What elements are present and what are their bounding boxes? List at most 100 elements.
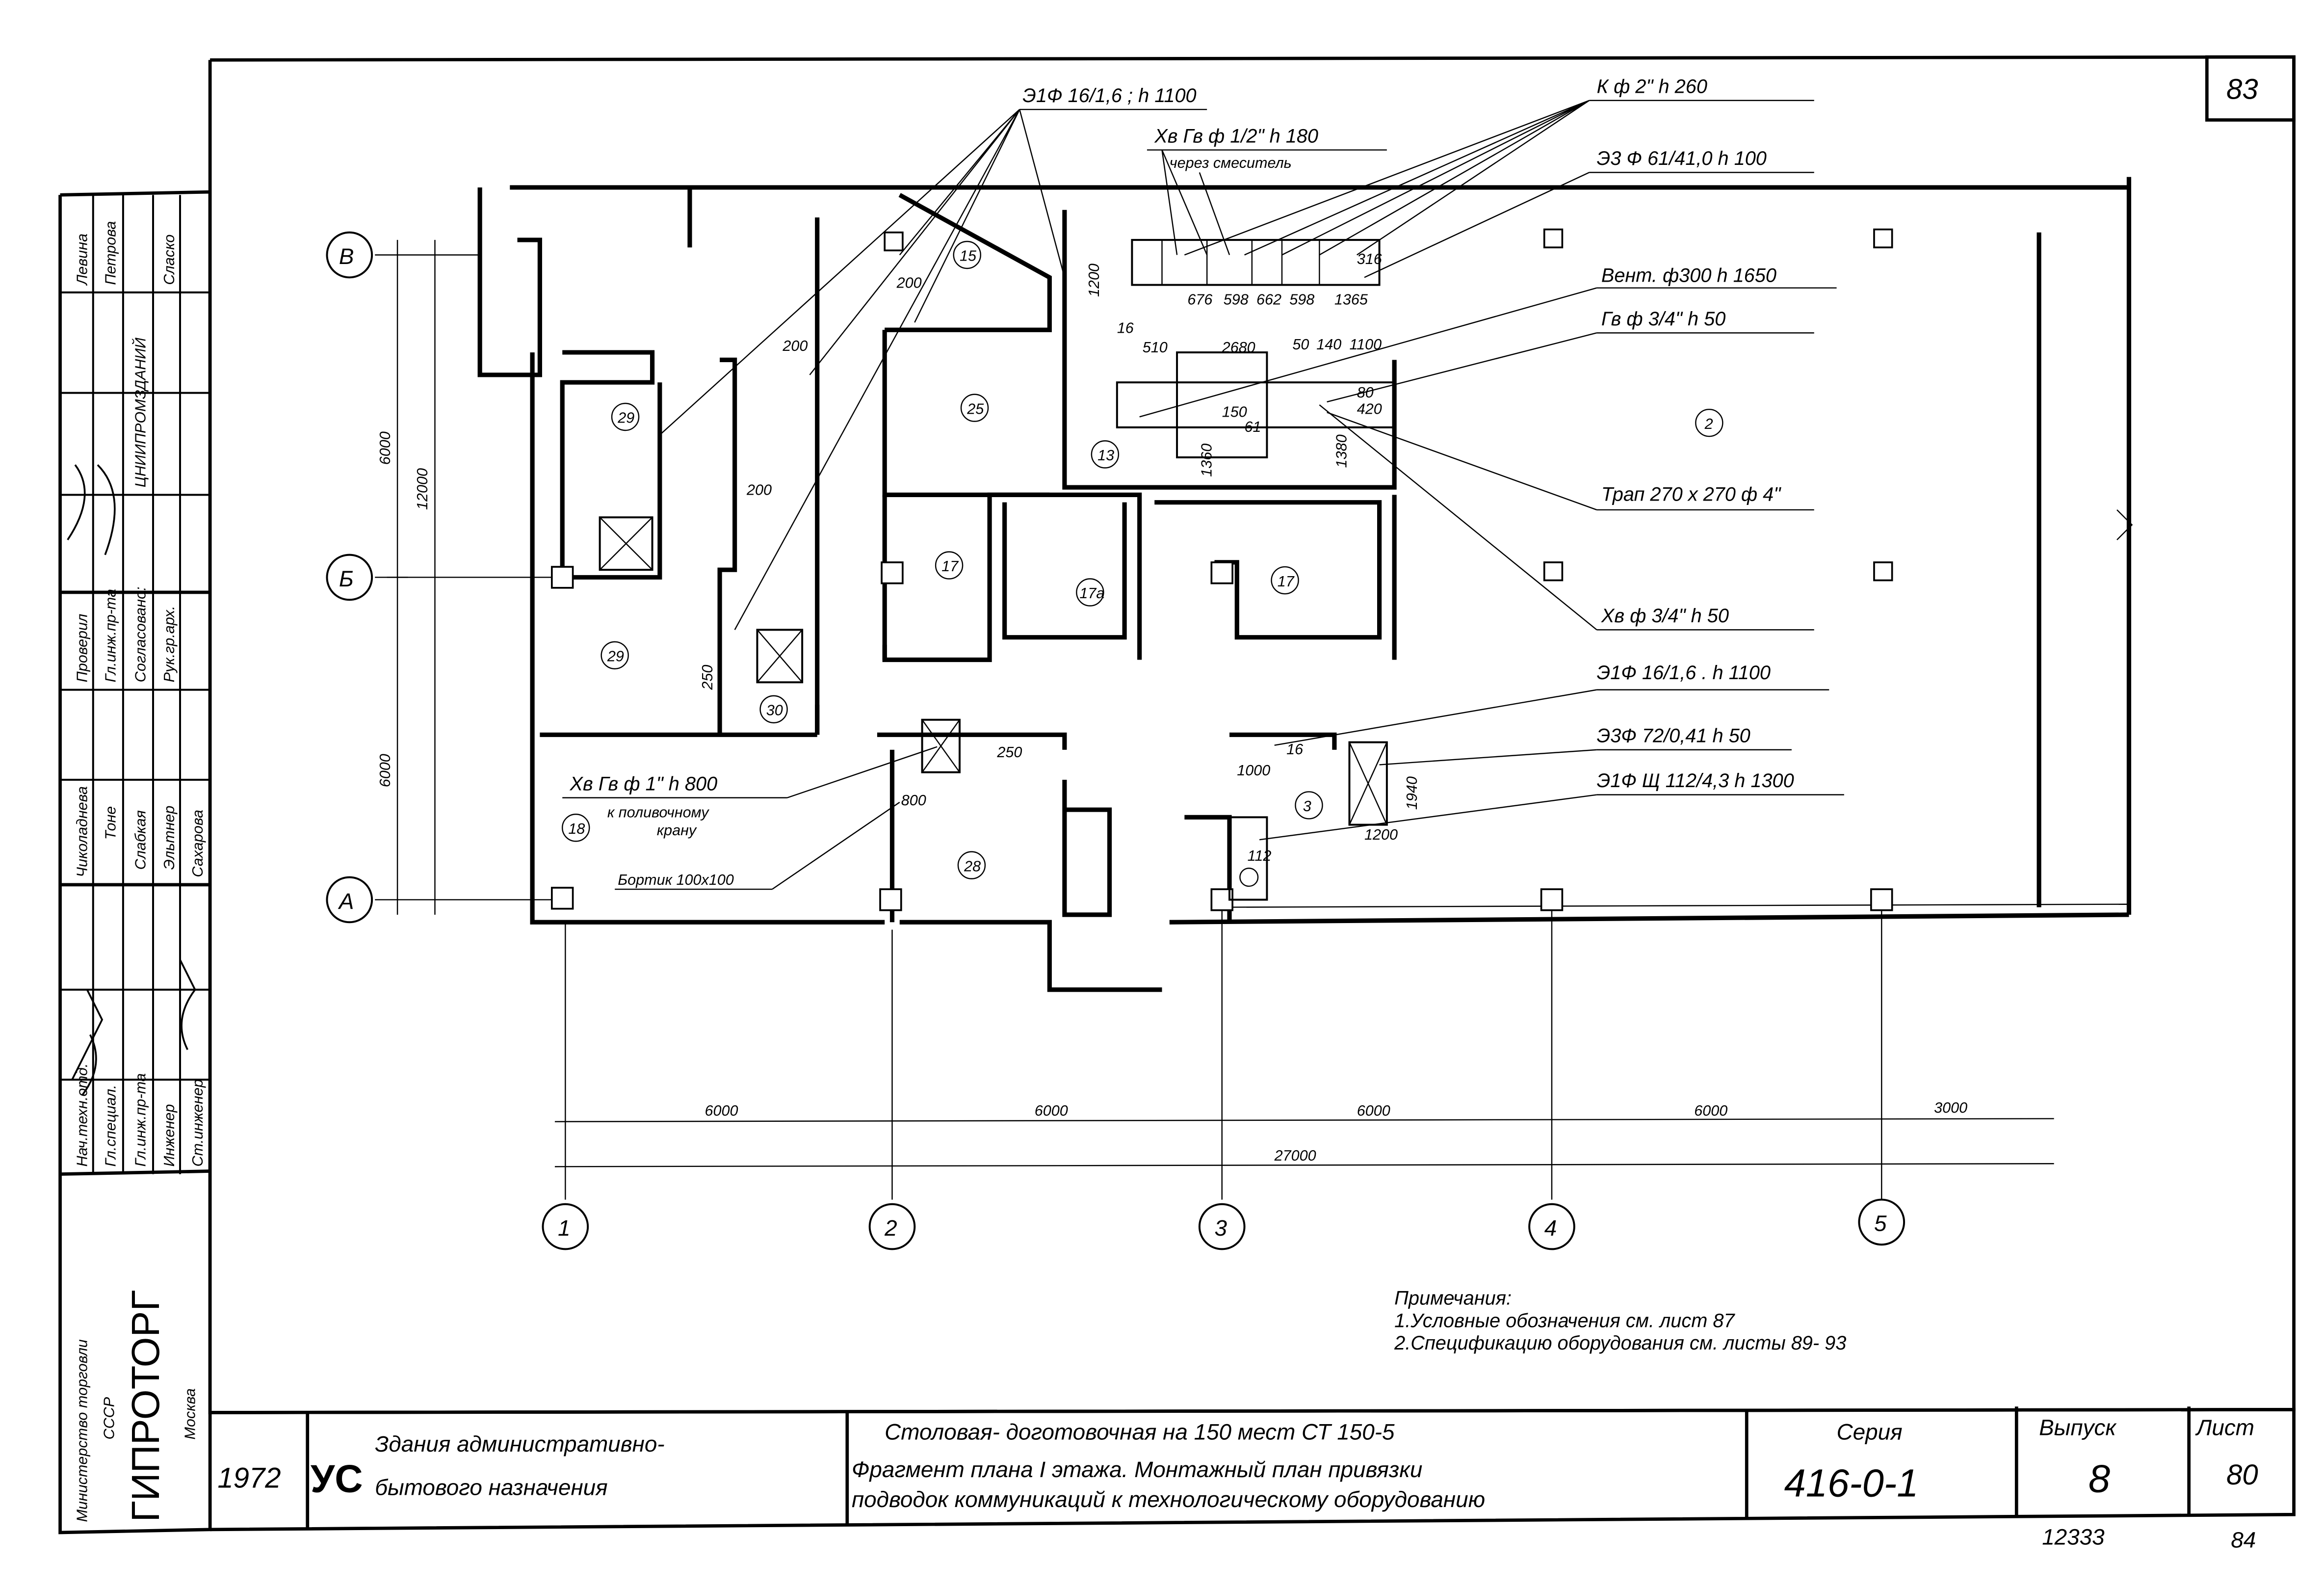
local-dim: 16 [1117,319,1134,336]
callout-to-tap-2: крану [657,822,697,839]
dim-horizontal: 6000 [705,1102,738,1119]
series-label: Серия [1837,1419,1903,1444]
callout-vent: Вент. ф300 h 1650 [1601,265,1776,286]
room-number: 13 [1097,447,1114,464]
local-dim: 316 [1357,251,1382,267]
stamp-name: Сахарова [189,810,206,877]
callouts: Э1Ф 16/1,6 ; h 1100 Хв Гв ф 1/2" h 180 ч… [562,76,1844,890]
year: 1972 [217,1462,281,1494]
stamp-role: Согласовано: [132,587,149,683]
stamp-role: Проверил [74,614,91,683]
callout-xv-gv-1: Хв Гв ф 1" h 800 [569,773,717,794]
category-line-2: бытового назначения [375,1475,607,1500]
room-numbers: 15 25 13 2 29 17 17а 17 29 30 18 28 3 [561,240,1723,879]
stamp-role: Ст.инженер [189,1079,206,1166]
axis-label-col: 1 [558,1216,571,1241]
dim-horizontal: 3000 [1934,1099,1967,1116]
local-dim: 200 [896,275,922,291]
stamp-ministry: Министерство торговли [74,1339,91,1522]
stamp-name: Тоне [103,806,119,840]
room-number: 3 [1303,798,1311,815]
dim-vertical: 6000 [377,754,393,787]
room-number: 29 [617,410,634,426]
axis-label-row: А [338,889,354,914]
room-number: 17 [1278,573,1295,590]
logo: УС [311,1456,363,1500]
local-dim: 598 [1289,291,1314,308]
local-dim: 1200 [1086,264,1102,297]
stamp-name: Слабкая [132,810,149,870]
local-dim: 1200 [1364,826,1398,843]
room-number: 25 [966,400,984,417]
stamp-role: Нач.техн.отд. [74,1063,91,1166]
callout-via-mixer: через смеситель [1170,155,1292,171]
axis-grid: В Б А 1 2 3 4 5 [326,231,1906,1250]
dim-horizontal: 6000 [1035,1102,1068,1119]
callout-e1-mid: Э1Ф 16/1,6 . h 1100 [1597,662,1771,684]
series-value: 416-0-1 [1784,1461,1919,1505]
title-line-2: Фрагмент плана I этажа. Монтажный план п… [852,1457,1422,1482]
title-line-3: подводок коммуникаций к технологическому… [852,1487,1485,1512]
stamp-name: Левина [74,234,91,286]
local-dim: 2680 [1222,339,1255,356]
dim-vertical: 6000 [377,431,393,465]
stamp-name: Петрова [103,221,119,285]
stamp-name: Эльтнер [161,806,178,870]
local-dim: 1380 [1333,434,1350,468]
local-dimensions: 676 598 662 598 1365 510 2680 50 140 110… [699,251,1420,864]
floor-plan [477,177,2133,992]
local-dim: 662 [1256,291,1281,308]
room-number: 29 [607,648,624,665]
axis-label-col: 3 [1214,1216,1227,1241]
title-block: 1972 УС Здания административно- бытового… [210,1406,2296,1552]
local-dim: 200 [746,481,772,498]
notes-heading: Примечания: [1394,1287,1512,1309]
dim-horizontal: 6000 [1357,1102,1390,1119]
stamp-city: Москва [182,1388,199,1439]
callout-k2: К ф 2" h 260 [1597,76,1707,97]
axis-label-col: 5 [1874,1211,1887,1236]
issue-value: 8 [2089,1456,2110,1500]
local-dim: 150 [1222,403,1247,420]
local-dim: 800 [901,792,926,809]
sheet-corner-number: 83 [2226,74,2258,106]
callout-e1-top: Э1Ф 16/1,6 ; h 1100 [1022,85,1196,106]
local-dim: 1365 [1334,291,1368,308]
axis-label-col: 2 [884,1216,897,1241]
dim-horizontal: 6000 [1694,1102,1727,1119]
room-number: 2 [1704,416,1713,432]
stamp-role: Гл.специал. [103,1085,119,1166]
stamp-name: ЦНИИПРОМЗДАНИЙ [131,338,149,487]
callout-e3-61: Э3 Ф 61/41,0 h 100 [1597,148,1767,169]
stamp-org: ГИПРОТОРГ [124,1290,167,1522]
stamp-name: Чиколаднева [74,786,91,877]
axis-label-row: Б [339,566,354,591]
callout-xv34: Хв ф 3/4" h 50 [1601,605,1729,627]
dim-vertical-total: 12000 [414,468,431,510]
sheet-label: Лист [2195,1415,2254,1440]
left-stamp: Нач.техн.отд. Чиколаднева Проверил Левина Г… [58,190,212,1535]
local-dim: 1000 [1237,762,1270,779]
stamp-role: Инженер [161,1104,178,1166]
callout-trap: Трап 270 х 270 ф 4" [1601,484,1781,505]
title-line-1: Столовая- доготовочная на 150 мест СТ 15… [885,1419,1395,1444]
issue-label: Выпуск [2039,1415,2117,1440]
callout-curb: Бортик 100х100 [618,872,733,888]
axis-label-row: В [339,244,354,269]
local-dim: 1940 [1404,776,1420,810]
stamp-role: Гл.инж.пр-та [132,1073,149,1166]
dimensions: 6000 6000 12000 6000 6000 6000 6000 3000… [377,239,2054,1167]
room-number: 28 [964,858,981,874]
local-dim: 61 [1245,419,1261,435]
local-dim: 676 [1187,291,1212,308]
room-number: 17а [1079,585,1104,602]
callout-e1-shch: Э1Ф Щ 112/4,3 h 1300 [1597,770,1794,792]
dim-horizontal-total: 27000 [1274,1147,1316,1164]
local-dim: 250 [996,744,1022,761]
note-item: 1.Условные обозначения см. лист 87 [1394,1310,1735,1331]
category-line-1: Здания административно- [375,1431,664,1456]
page-number: 84 [2231,1527,2256,1552]
local-dim: 112 [1248,847,1272,864]
inventory-number: 12333 [2042,1524,2105,1549]
